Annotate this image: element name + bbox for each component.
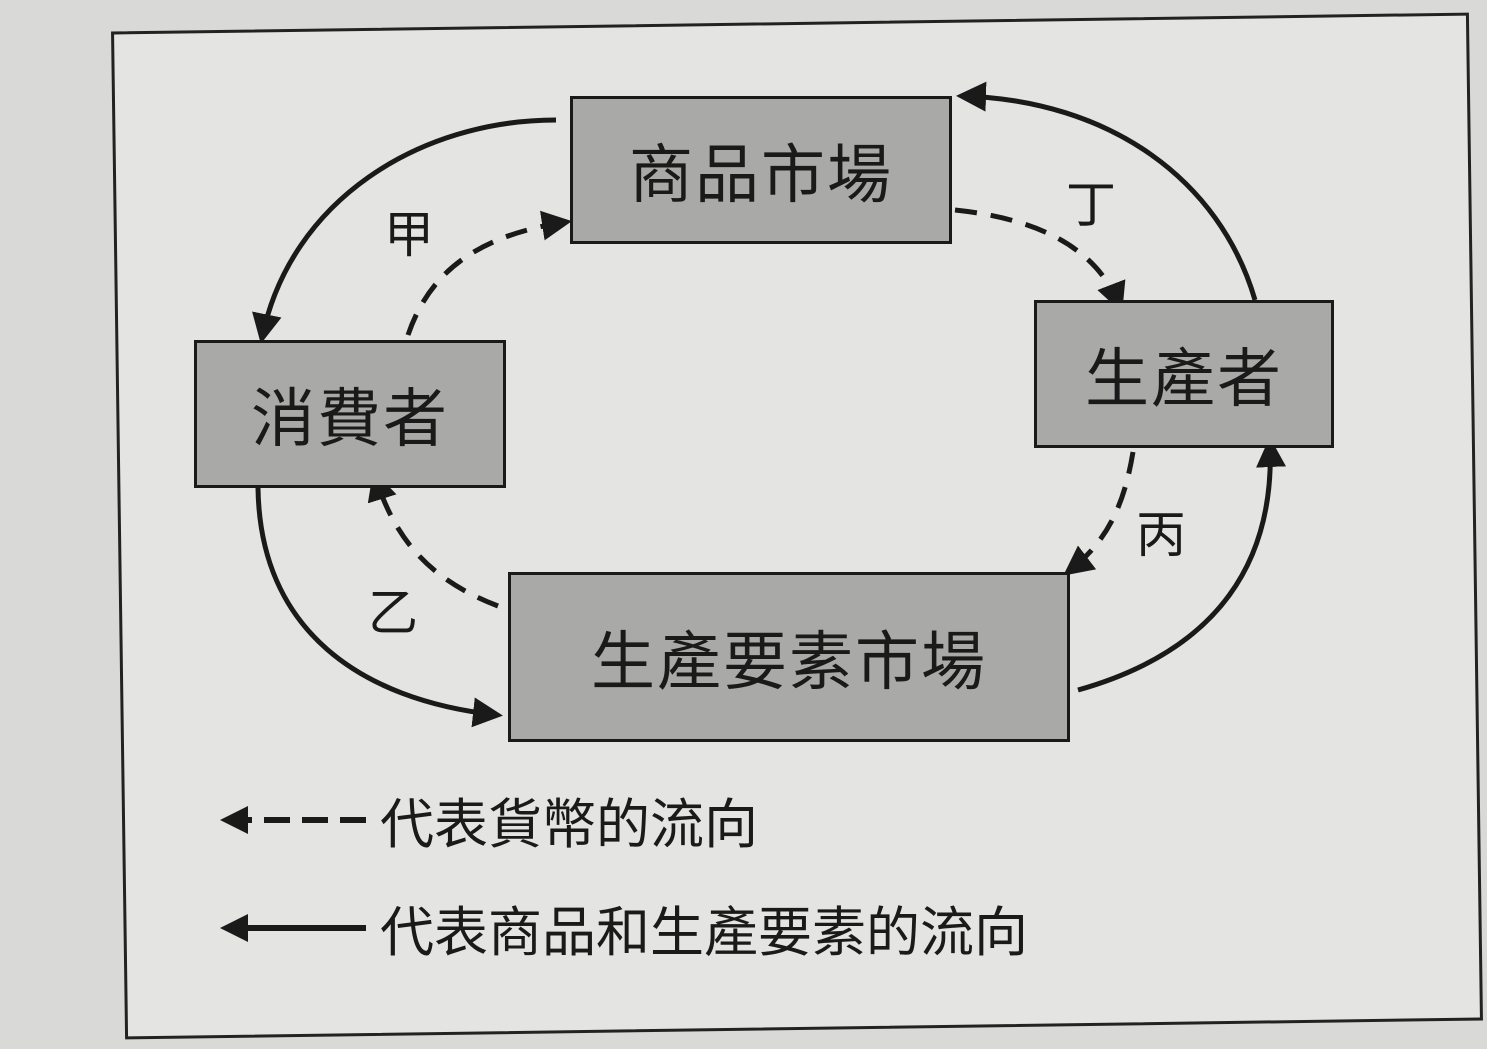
producer-label: 生產者	[1085, 343, 1283, 417]
legend-solid-arrow-icon	[220, 913, 366, 942]
consumer-box: 消費者	[194, 340, 506, 488]
consumer-label: 消費者	[251, 383, 449, 457]
factor-market-label: 生產要素市場	[591, 626, 987, 700]
legend-solid-row: 代表商品和生產要素的流向	[218, 888, 1028, 967]
goods-market-box: 商品市場	[570, 96, 952, 244]
legend-dashed-label: 代表貨幣的流向	[380, 793, 758, 856]
factor-market-box: 生產要素市場	[508, 572, 1070, 742]
goods-market-label: 商品市場	[629, 139, 893, 213]
flow-label-bing: 丙	[1136, 506, 1186, 564]
dashed-arrow-yi-factor-market-to-consumer	[367, 470, 499, 609]
solid-arrow-consumer-to-factor-market	[255, 487, 503, 728]
flow-label-ding: 丁	[1066, 176, 1116, 234]
legend-dashed-arrow-icon	[220, 805, 366, 834]
producer-box: 生產者	[1034, 300, 1334, 448]
solid-arrow-goods-market-to-consumer	[252, 117, 557, 344]
flow-label-yi: 乙	[368, 584, 418, 642]
legend-solid-label: 代表商品和生產要素的流向	[380, 901, 1028, 964]
flow-label-jia: 甲	[384, 206, 434, 264]
legend-dashed-row: 代表貨幣的流向	[218, 780, 758, 859]
solid-arrow-factor-market-to-producer	[1077, 437, 1286, 693]
dashed-arrow-ding-goods-market-to-producer	[954, 207, 1126, 313]
dashed-arrow-bing-producer-to-factor-market	[1063, 451, 1136, 576]
solid-arrow-producer-to-goods-market	[956, 81, 1258, 301]
